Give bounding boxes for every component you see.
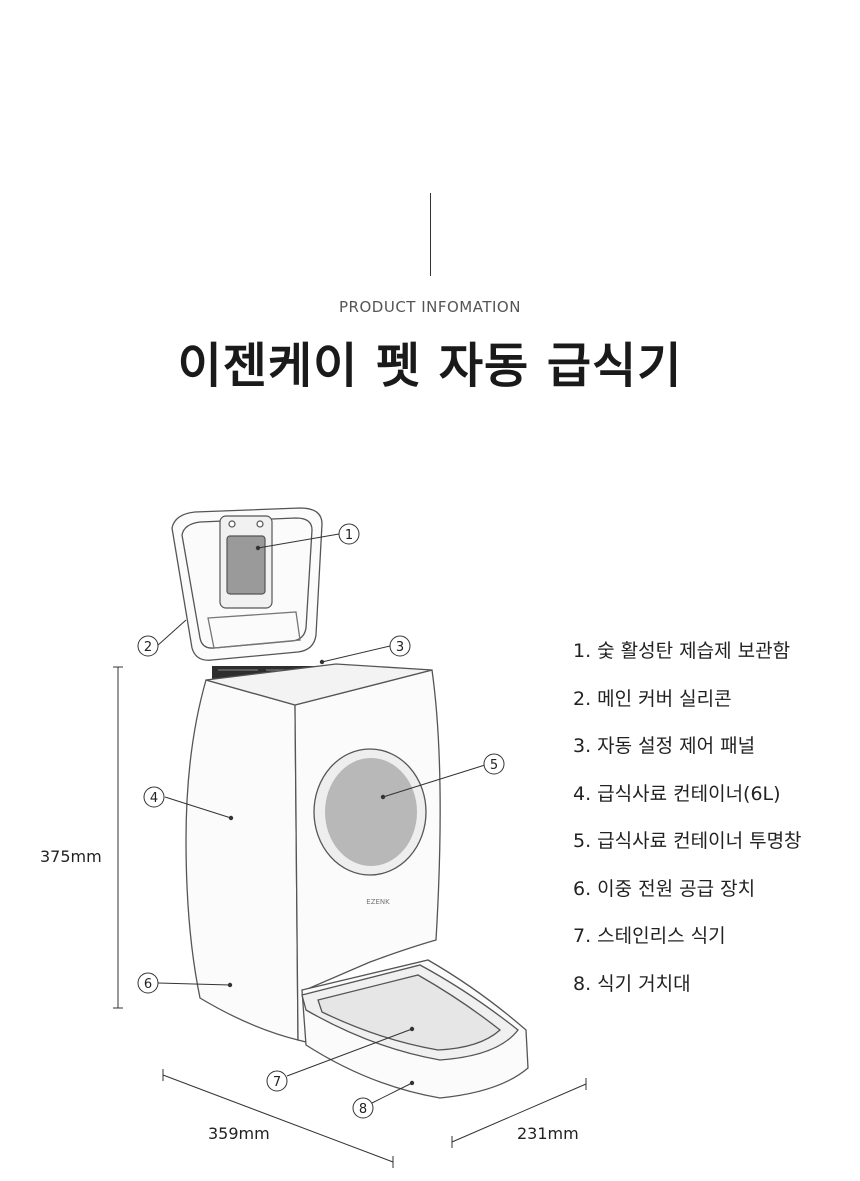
legend-item: 8. 식기 거치대 bbox=[573, 972, 691, 995]
callout-4 bbox=[143, 786, 165, 808]
callout-5-label: 5 bbox=[490, 758, 498, 773]
feeder-body bbox=[185, 663, 441, 1043]
legend-item: 3. 자동 설정 제어 패널 bbox=[573, 735, 756, 757]
leader-line-4 bbox=[164, 796, 232, 819]
leader-lines bbox=[156, 533, 486, 1104]
legend-item: 7. 스테인리스 식기 bbox=[573, 925, 726, 947]
legend-item: 6. 이중 전원 공급 장치 bbox=[573, 877, 756, 900]
legend-item: 2. 메인 커버 실리콘 bbox=[573, 687, 732, 710]
callout-7 bbox=[266, 1070, 288, 1092]
brand-mark: EZENK bbox=[366, 898, 390, 906]
leader-line-1 bbox=[257, 533, 340, 549]
callout-3 bbox=[389, 635, 411, 657]
decorative-vertical-line bbox=[430, 193, 431, 276]
height-label: 375mm bbox=[40, 847, 102, 866]
callout-5 bbox=[483, 753, 505, 775]
leader-line-3 bbox=[321, 645, 391, 663]
legend-item: 5. 급식사료 컨테이너 투명창 bbox=[573, 830, 802, 852]
parts-legend: 1. 숯 활성탄 제습제 보관함 2. 메인 커버 실리콘 3. 자동 설정 제… bbox=[573, 636, 802, 1016]
bowl-tray bbox=[301, 959, 529, 1099]
callout-4-label: 4 bbox=[150, 791, 158, 806]
callout-markers: 1 2 3 4 5 6 7 8 bbox=[137, 523, 505, 1119]
leader-dots bbox=[227, 545, 415, 1086]
callout-3-label: 3 bbox=[396, 640, 404, 655]
callout-7-label: 7 bbox=[273, 1075, 281, 1090]
callout-8-label: 8 bbox=[359, 1102, 367, 1117]
charcoal-box bbox=[219, 515, 273, 609]
leader-line-7 bbox=[286, 1028, 413, 1077]
callout-8 bbox=[352, 1097, 374, 1119]
leader-line-2 bbox=[156, 619, 187, 647]
callout-1 bbox=[338, 523, 360, 545]
dimension-lines bbox=[113, 666, 587, 1168]
section-eyebrow: PRODUCT INFOMATION bbox=[339, 298, 521, 316]
legend-item: 1. 숯 활성탄 제습제 보관함 bbox=[573, 640, 791, 662]
callout-1-label: 1 bbox=[345, 528, 353, 543]
leader-line-5 bbox=[382, 764, 486, 798]
depth-label: 231mm bbox=[517, 1124, 579, 1143]
callout-6-label: 6 bbox=[144, 977, 152, 992]
leader-line-8 bbox=[371, 1082, 413, 1104]
page-title: 이젠케이 펫 자동 급식기 bbox=[177, 338, 683, 394]
callout-2 bbox=[137, 635, 159, 657]
leader-line-6 bbox=[157, 982, 231, 986]
width-dimension-line bbox=[162, 1074, 394, 1163]
legend-item: 4. 급식사료 컨테이너(6L) bbox=[573, 782, 781, 805]
depth-dimension-line bbox=[451, 1083, 587, 1143]
callout-2-label: 2 bbox=[144, 640, 152, 655]
width-label: 359mm bbox=[208, 1124, 270, 1143]
callout-6 bbox=[137, 972, 159, 994]
